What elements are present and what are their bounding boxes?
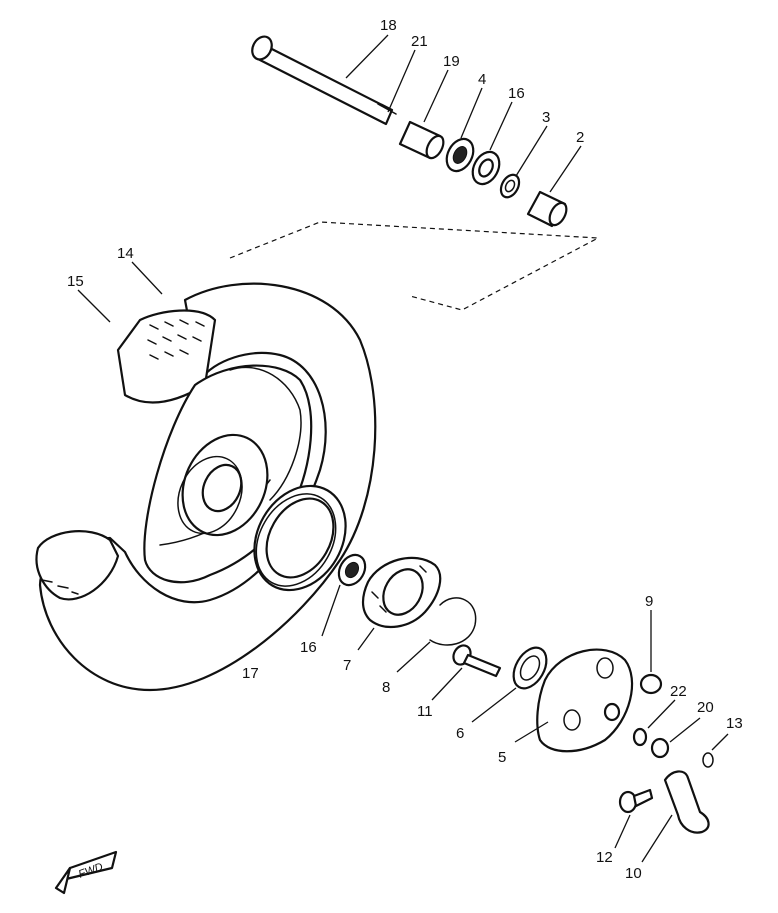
callout-10: 10 (625, 865, 642, 882)
cam-lever-bolt (618, 788, 654, 814)
axle-assembly (229, 35, 601, 311)
axle-nut (639, 673, 663, 695)
bearing-lower (337, 553, 367, 587)
brake-drum-ring (253, 484, 347, 592)
callout-8: 8 (382, 679, 390, 696)
bearing-upper (445, 137, 475, 173)
wheel-hub (177, 433, 269, 537)
callout-18: 18 (380, 17, 397, 34)
callout-14: 14 (117, 245, 134, 262)
collar (499, 173, 521, 199)
cam-lever (663, 770, 710, 834)
callout-6: 6 (456, 725, 464, 742)
cam-lever-nut (650, 737, 670, 759)
leader-lines (77, 34, 729, 863)
outer-spacer (526, 190, 568, 228)
callout-12: 12 (596, 849, 613, 866)
tire-lower-section (35, 530, 120, 601)
callout-7: 7 (343, 657, 351, 674)
callout-22: 22 (670, 683, 687, 700)
callout-16-lower: 16 (300, 639, 317, 656)
callout-11: 11 (417, 703, 433, 720)
axle-shaft (251, 35, 397, 126)
callout-3: 3 (542, 109, 550, 126)
cotter-pin (702, 752, 714, 768)
return-spring (429, 597, 477, 646)
callout-2: 2 (576, 129, 584, 146)
tire-tread-section (116, 309, 217, 404)
axle-spacer (398, 120, 445, 160)
plain-washer (632, 727, 648, 747)
callout-21: 21 (411, 33, 428, 50)
callout-20: 20 (697, 699, 714, 716)
alignment-dashed-outline (229, 221, 601, 311)
callout-9: 9 (645, 593, 653, 610)
callout-19: 19 (443, 53, 460, 70)
callout-16-upper: 16 (508, 85, 525, 102)
callout-13: 13 (726, 715, 743, 732)
callout-4: 4 (478, 71, 486, 88)
callout-15: 15 (67, 273, 84, 290)
callout-labels: 18 21 19 4 16 3 2 14 15 16 7 8 11 6 5 9 … (67, 17, 743, 882)
forward-direction-marker: FWD (54, 850, 118, 895)
brake-cam (452, 644, 502, 678)
brake-assembly (337, 553, 714, 834)
tire-and-wheel (35, 282, 377, 692)
brake-shoes (361, 556, 442, 628)
oil-seal-upper (471, 150, 501, 186)
callout-5: 5 (498, 749, 506, 766)
callout-17: 17 (242, 665, 259, 682)
brake-shoe-plate (536, 648, 634, 753)
oil-seal-lower (512, 646, 548, 690)
